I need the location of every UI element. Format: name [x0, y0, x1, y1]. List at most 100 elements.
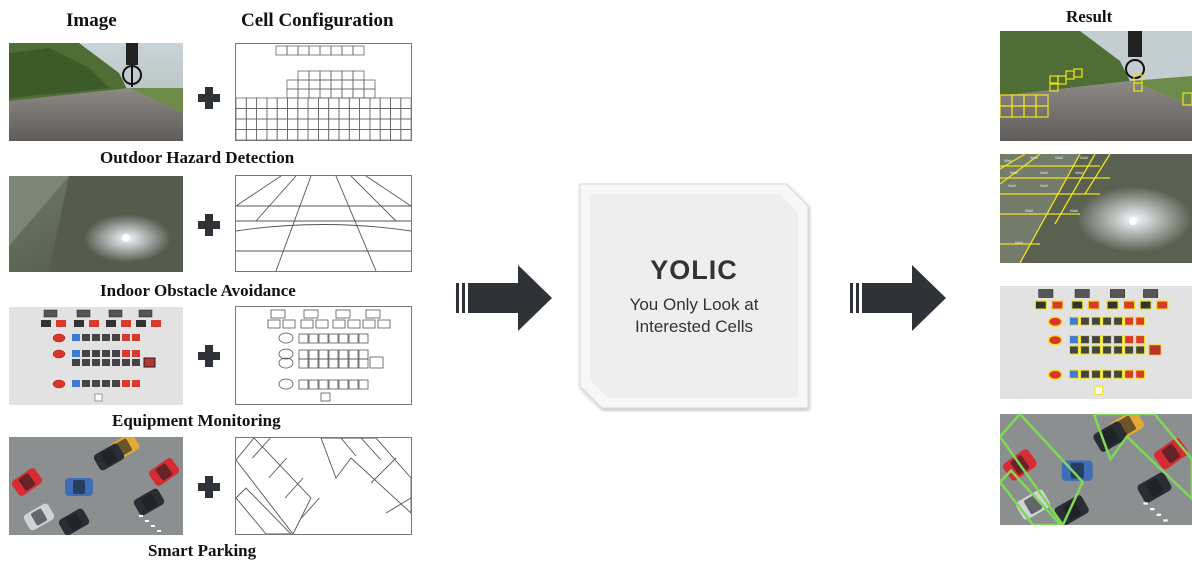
- plus-icon: [198, 87, 220, 109]
- indoor-corridor-photo: [9, 176, 183, 272]
- grid-cell: [278, 378, 294, 390]
- indicator-box: [1091, 369, 1101, 379]
- detected-cell: [1035, 105, 1049, 118]
- grid-cell: [320, 438, 411, 514]
- indicator-box: [1102, 345, 1112, 355]
- grid-cell: [359, 129, 371, 140]
- car: [1137, 472, 1172, 503]
- grid-cell: [328, 118, 340, 130]
- car: [65, 478, 93, 496]
- indicator-box: [102, 380, 110, 387]
- indicator-box: [82, 334, 90, 341]
- outdoor-caption: Outdoor Hazard Detection: [100, 148, 295, 167]
- wall-label: Wall: [1010, 170, 1018, 175]
- indicator-box: [1124, 369, 1135, 379]
- grid-cell: [266, 108, 278, 120]
- grid-cell: [341, 70, 354, 81]
- grid-cell: [362, 319, 376, 329]
- parking-cell-outline: [1000, 414, 1085, 525]
- grid-cell: [359, 97, 371, 109]
- parking-caption: Smart Parking: [148, 541, 257, 560]
- indicator-box: [92, 359, 100, 366]
- indicator-box: [1074, 289, 1090, 298]
- grid-cell: [287, 118, 299, 130]
- plus-icon: [198, 476, 220, 498]
- indicator-box: [1091, 345, 1101, 355]
- grid-cell: [330, 45, 343, 56]
- grid-cell: [338, 97, 350, 109]
- indicator-box: [1080, 345, 1090, 355]
- grid-cell: [338, 379, 349, 390]
- indicator-box: [1091, 316, 1101, 326]
- grid-cell: [256, 97, 268, 109]
- grid-cell: [338, 108, 350, 120]
- indicator-box: [1113, 345, 1123, 355]
- grid-cell: [400, 129, 411, 140]
- grid-cell: [358, 379, 369, 390]
- grid-cell: [358, 358, 369, 369]
- grid-cell: [308, 70, 321, 81]
- car: [93, 443, 125, 471]
- indicator-box: [132, 380, 140, 387]
- wall-label: Wall: [1040, 183, 1048, 188]
- parking-lot-photo: [9, 437, 183, 535]
- grid-cell: [297, 118, 309, 130]
- car-roof: [1145, 478, 1164, 498]
- car: [23, 503, 55, 531]
- indicator-box: [1080, 335, 1090, 345]
- indicator-box: [132, 359, 140, 366]
- grid-cell: [276, 97, 288, 109]
- grid-cell: [328, 349, 339, 360]
- grid-cell: [307, 129, 319, 140]
- grid-cell: [297, 88, 310, 99]
- grid-cell: [286, 79, 299, 90]
- indicator-box: [112, 359, 120, 366]
- car: [133, 488, 165, 516]
- grid-cell: [369, 129, 381, 140]
- indicator-box: [92, 334, 100, 341]
- indicator-box: [1139, 300, 1152, 310]
- yolic-card-text: YOLIC You Only Look at Interested Cells: [576, 180, 812, 412]
- grid-cell: [348, 349, 359, 360]
- grid-line: [340, 438, 357, 457]
- indicator-box: [1143, 289, 1159, 298]
- wall-label: Wall: [1004, 158, 1012, 163]
- grid-cell: [328, 379, 339, 390]
- grid-cell: [308, 88, 321, 99]
- grid-cell: [266, 118, 278, 130]
- indicator-box: [76, 309, 91, 318]
- plus-icon: [198, 214, 220, 236]
- grid-cell: [298, 333, 309, 344]
- grid-cell: [363, 79, 376, 90]
- detected-cell: [1133, 82, 1143, 92]
- grid-line: [236, 224, 411, 232]
- road-marking: [145, 520, 149, 522]
- grid-cell: [348, 108, 361, 120]
- grid-cell: [267, 319, 281, 329]
- grid-cell: [400, 108, 411, 120]
- grid-line: [350, 176, 397, 222]
- grid-cell: [335, 309, 351, 319]
- indicator-box: [74, 320, 84, 327]
- outdoor-road-photo: [9, 43, 183, 141]
- grid-cell: [365, 309, 381, 319]
- grid-cell: [338, 118, 350, 130]
- grid-cell: [318, 379, 329, 390]
- detected-cell: [1182, 92, 1192, 106]
- grid-cell: [297, 45, 310, 56]
- indicator-box: [56, 320, 66, 327]
- grid-cell: [287, 97, 299, 109]
- grid-cell: [278, 357, 294, 369]
- parking-cell-configuration: [235, 437, 412, 535]
- grid-cell: [319, 70, 332, 81]
- indicator-box: [151, 320, 161, 327]
- grid-line: [268, 457, 288, 479]
- grid-cell: [363, 88, 376, 99]
- grid-cell: [245, 97, 258, 109]
- grid-cell: [348, 358, 359, 369]
- indicator-box: [1113, 369, 1123, 379]
- result-column-header: Result: [1066, 7, 1113, 26]
- indicator-box: [82, 359, 90, 366]
- grid-cell: [352, 88, 365, 99]
